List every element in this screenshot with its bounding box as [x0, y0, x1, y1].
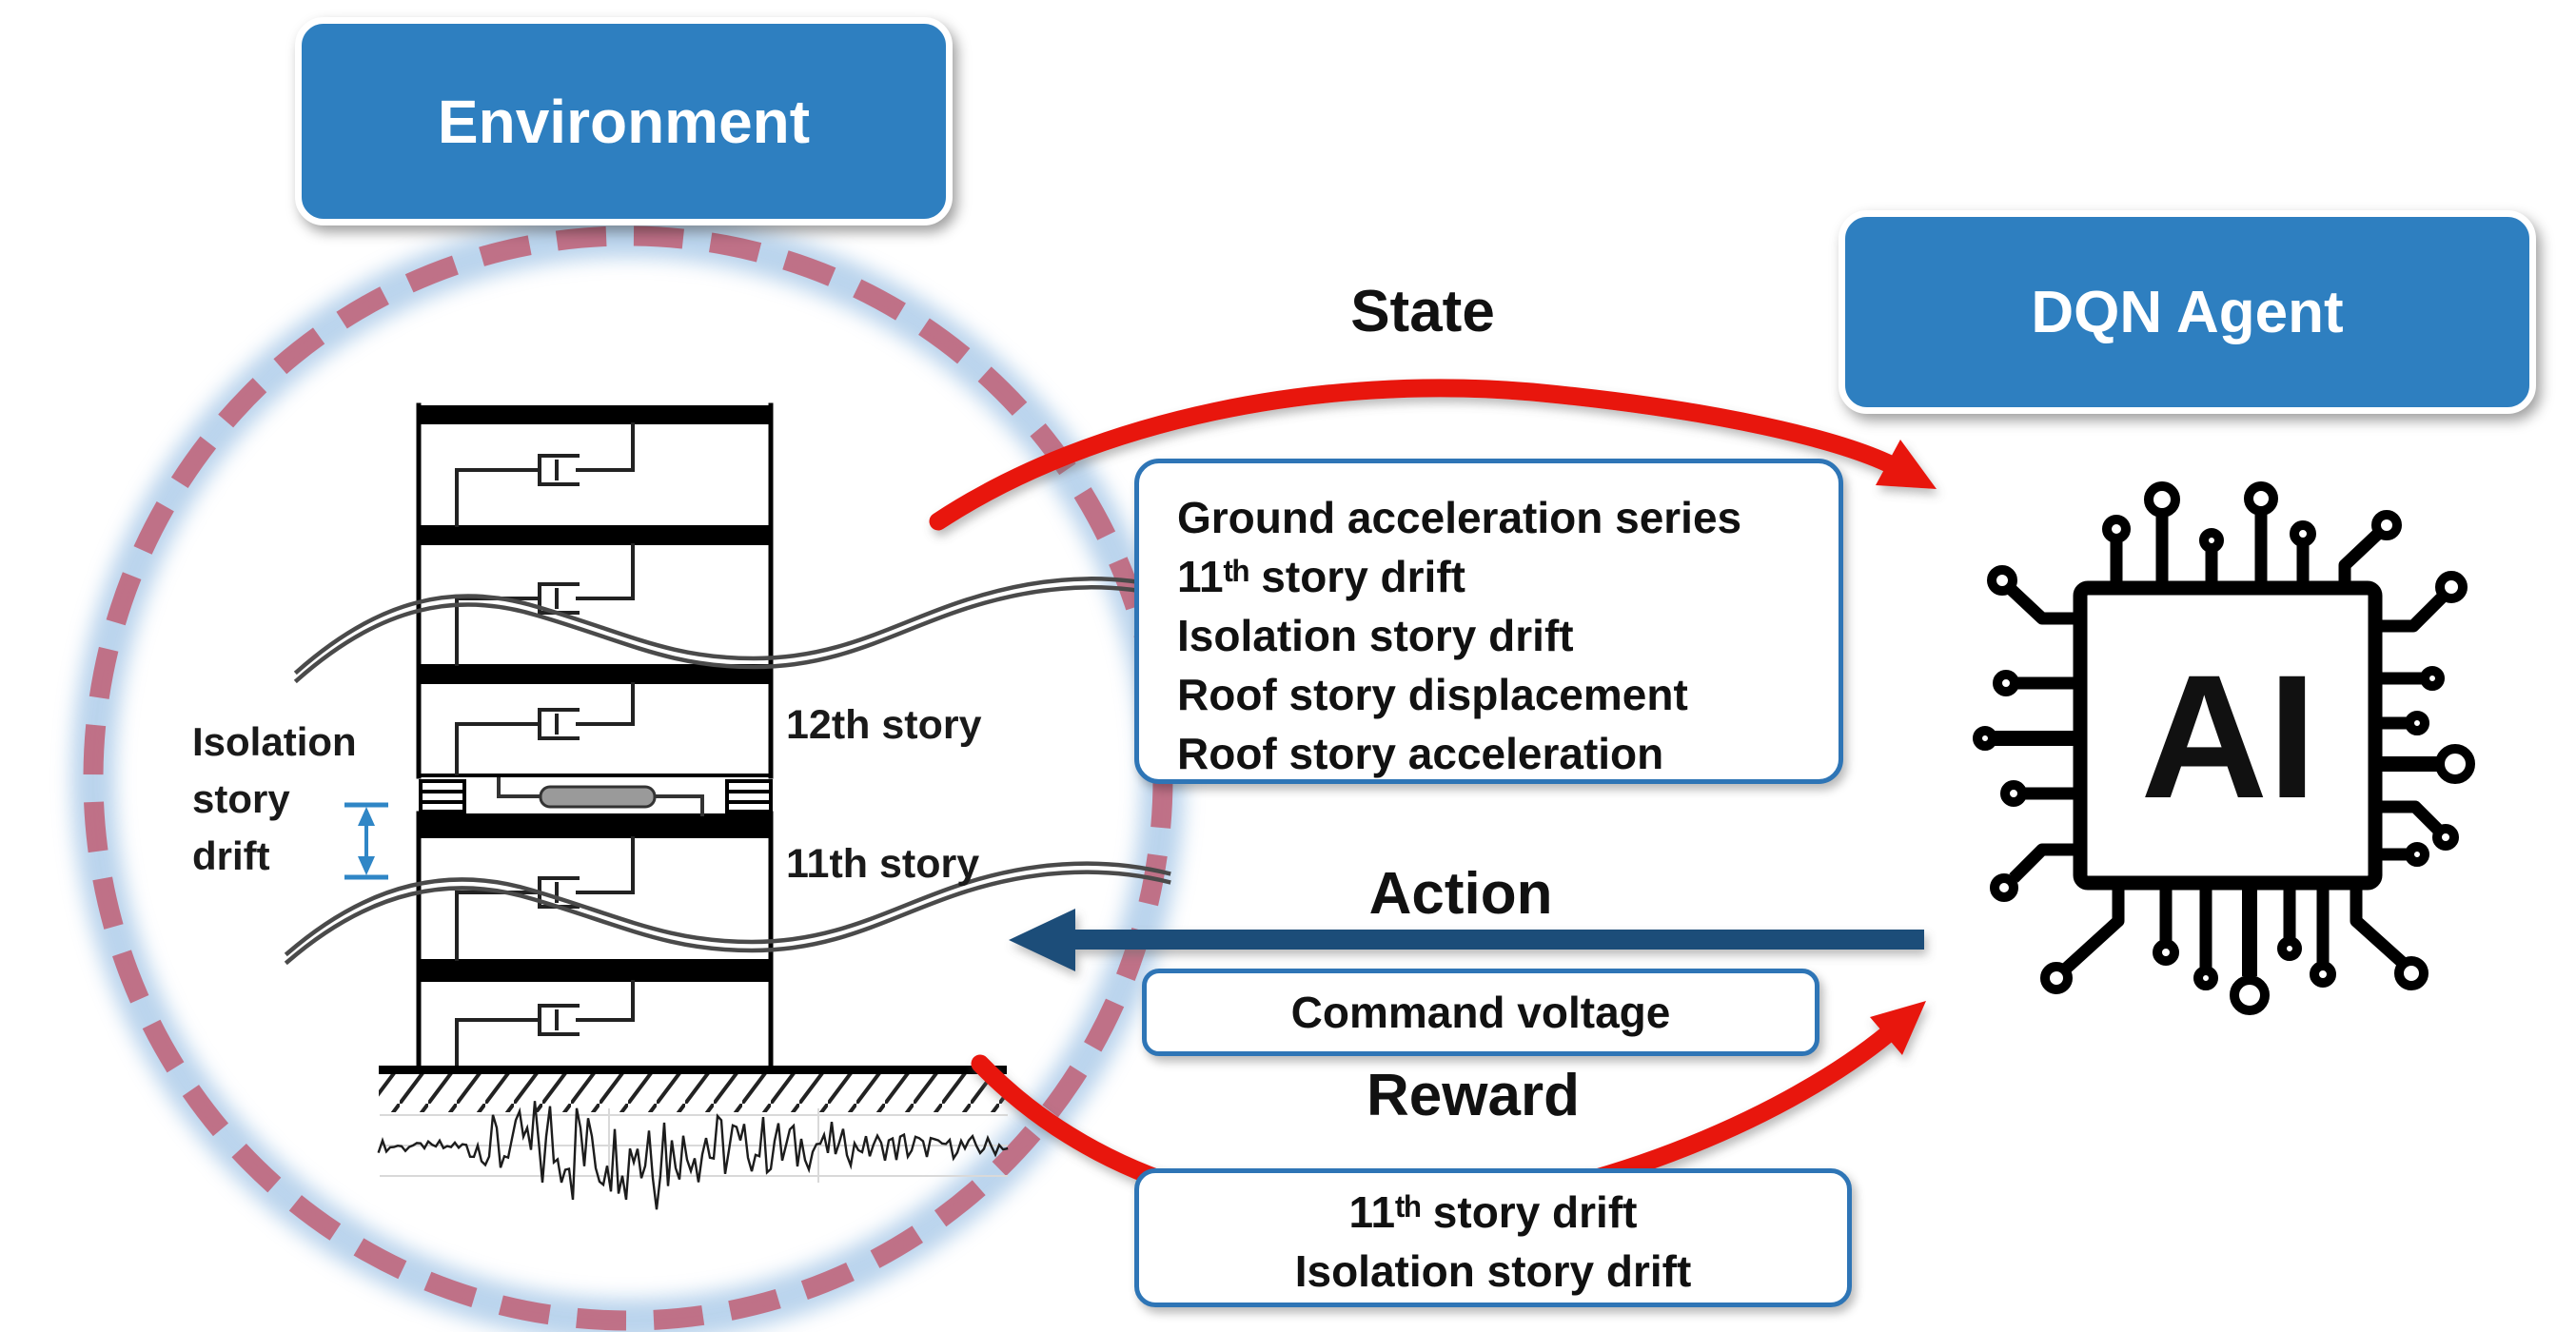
reward-item: Isolation story drift — [1294, 1246, 1692, 1296]
isolation-label-line: Isolation — [192, 719, 357, 764]
ground-hatching — [379, 1074, 1007, 1112]
isolation-drift-dimension-arrow — [344, 802, 388, 880]
reward-arrowhead — [1870, 1001, 1926, 1055]
reward-heading: Reward — [1367, 1063, 1580, 1128]
state-item: Isolation story drift — [1177, 611, 1574, 660]
story-12-label: 12th story — [786, 702, 982, 748]
state-arrow — [929, 379, 1937, 531]
dqn-agent-title-box: DQN Agent — [1839, 210, 2536, 414]
action-heading: Action — [1368, 861, 1553, 927]
isolation-floor-line — [417, 774, 773, 777]
state-item: 11ᵗʰ story drift — [1177, 552, 1465, 601]
ai-chip-icon: AI — [1973, 481, 2475, 1015]
state-item: Roof story acceleration — [1177, 729, 1664, 778]
reward-variables-box: 11ᵗʰ story drift Isolation story drift — [1134, 1168, 1852, 1307]
ground-line — [379, 1066, 1007, 1074]
roof-slab — [417, 405, 773, 424]
chip-traces — [1995, 512, 2448, 976]
isolation-label-line: story — [192, 776, 290, 821]
isolation-bearing-left — [419, 779, 466, 813]
story-11-label: 11th story — [786, 841, 980, 887]
break-wave-upper — [293, 577, 1171, 684]
state-item: Ground acceleration series — [1177, 493, 1742, 542]
isolation-story-drift-label: Isolation story drift — [192, 714, 357, 885]
mr-damper — [497, 777, 704, 816]
building-structure — [284, 402, 1171, 1210]
chip-body — [2073, 580, 2383, 891]
state-item: Roof story displacement — [1177, 670, 1688, 719]
chip-trace-nodes — [1973, 481, 2475, 1015]
isolation-label-line: drift — [192, 833, 270, 878]
break-wave-lower — [284, 861, 1171, 966]
isolation-bearing-right — [725, 779, 773, 813]
environment-title-box: Environment — [295, 17, 953, 225]
chip-ai-text: AI — [2141, 639, 2317, 835]
environment-title-label: Environment — [437, 87, 811, 156]
ground-acceleration-signal — [377, 1101, 1009, 1210]
action-arrow — [1009, 909, 1924, 971]
state-heading: State — [1350, 279, 1495, 344]
reward-item: 11ᵗʰ story drift — [1348, 1187, 1638, 1237]
action-arrowhead — [1009, 909, 1075, 971]
seismogram-grid — [380, 1108, 1008, 1183]
command-voltage-box: Command voltage — [1142, 969, 1819, 1056]
state-variables-box: Ground acceleration series 11ᵗʰ story dr… — [1134, 459, 1843, 784]
dqn-agent-title-label: DQN Agent — [2031, 279, 2344, 345]
command-voltage-label: Command voltage — [1290, 988, 1671, 1037]
state-arrowhead — [1876, 440, 1937, 489]
